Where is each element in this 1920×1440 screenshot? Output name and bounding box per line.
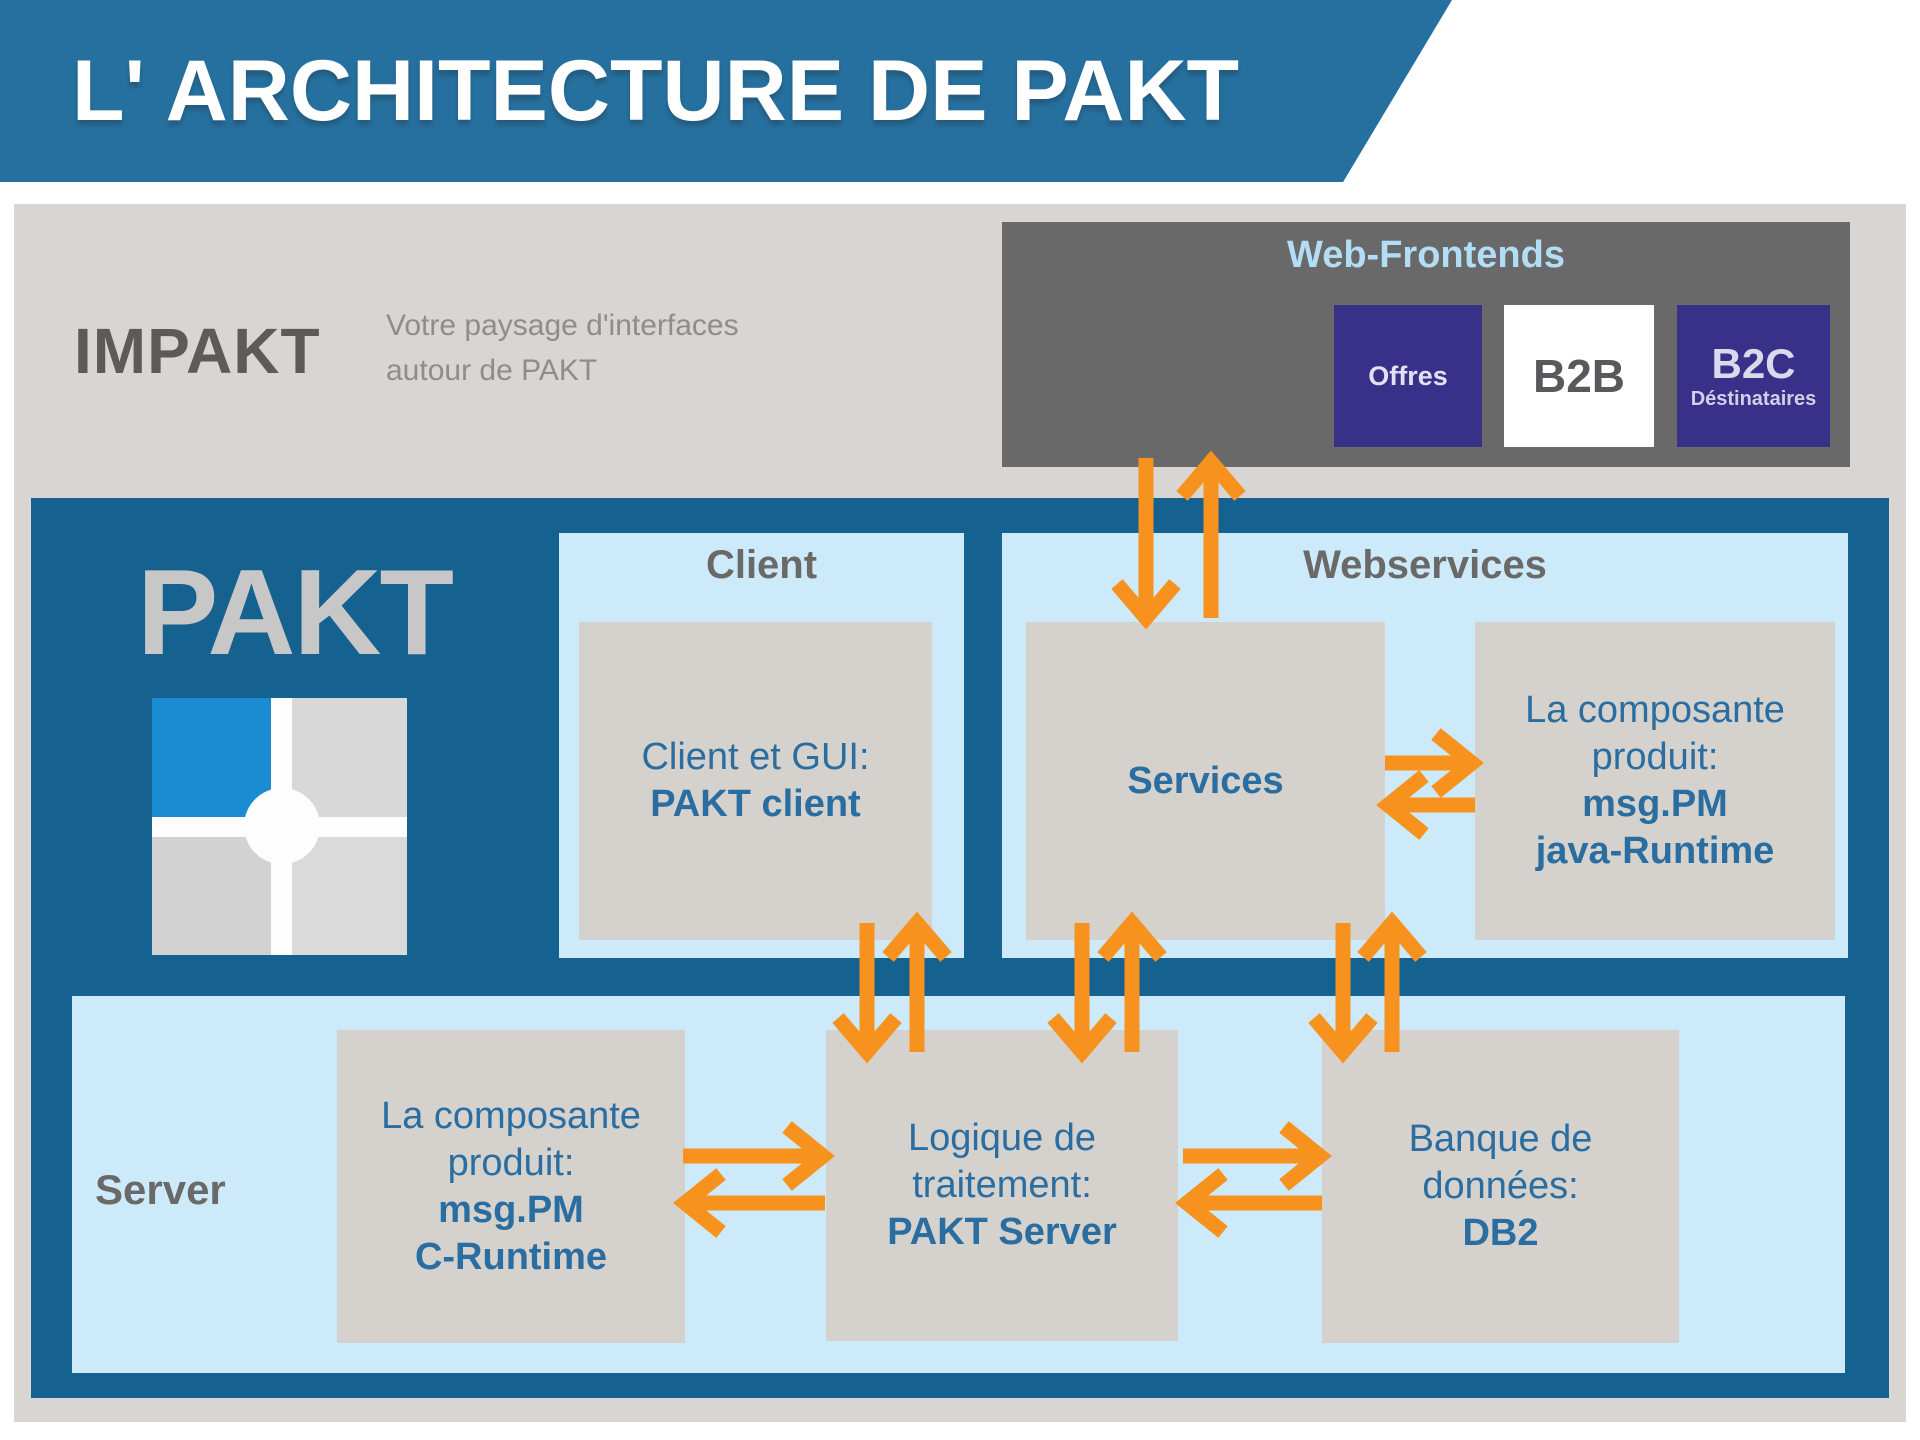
pakt-container: PAKT Client Client et GUI: PAKT client W… (31, 498, 1889, 1398)
c-runtime-line1: La composante (381, 1094, 641, 1137)
c-runtime-line2: produit: (447, 1141, 575, 1184)
db2-box: Banque de données: DB2 (1322, 1030, 1679, 1343)
impakt-subtitle-line1: Votre paysage d'interfaces (386, 309, 739, 342)
java-runtime-line2: produit: (1591, 736, 1719, 778)
pakt-server-line1: Logique de (907, 1117, 1097, 1159)
server-heading: Server (95, 1166, 226, 1213)
frontend-offres-label: Offres (1368, 360, 1448, 391)
frontend-offres-box: Offres (1334, 305, 1482, 447)
client-panel: Client Client et GUI: PAKT client (559, 533, 964, 958)
page-title: L' ARCHITECTURE DE PAKT (72, 42, 1240, 139)
web-frontends-title: Web-Frontends (1287, 234, 1565, 276)
client-gui-line1: Client et GUI: (641, 736, 870, 778)
logo-center-circle (244, 788, 320, 864)
title-banner: L' ARCHITECTURE DE PAKT (0, 0, 1452, 182)
web-frontends-box: Web-Frontends Offres B2B B2C Déstinatair… (1002, 222, 1850, 467)
pakt-server-line3: PAKT Server (887, 1211, 1117, 1253)
pakt-logo (152, 698, 407, 955)
pakt-server-line2: traitement: (912, 1164, 1092, 1206)
db2-line3: DB2 (1462, 1212, 1539, 1254)
java-runtime-line4: java-Runtime (1535, 830, 1775, 872)
frontend-b2c-box: B2C Déstinataires (1677, 305, 1830, 447)
c-runtime-line4: C-Runtime (414, 1235, 608, 1278)
client-gui-box: Client et GUI: PAKT client (579, 622, 932, 940)
java-runtime-line1: La composante (1525, 689, 1785, 731)
pakt-wordmark: PAKT (137, 544, 454, 680)
server-panel: Server La composante produit: msg.PM C-R… (72, 996, 1845, 1373)
java-runtime-line3: msg.PM (1582, 783, 1728, 825)
impakt-subtitle-line2: autour de PAKT (386, 354, 598, 387)
frontend-b2b-label: B2B (1532, 350, 1626, 402)
db2-line1: Banque de (1408, 1118, 1593, 1160)
frontend-b2c-sublabel: Déstinataires (1690, 387, 1817, 410)
services-label: Services (1127, 759, 1284, 802)
logo-quadrant-top-right (292, 698, 407, 817)
impakt-subtitle: Votre paysage d'interfaces autour de PAK… (386, 303, 739, 393)
pakt-server-box: Logique de traitement: PAKT Server (826, 1030, 1178, 1341)
impakt-label: IMPAKT (74, 315, 321, 387)
logo-quadrant-bottom-right (292, 837, 407, 955)
c-runtime-line3: msg.PM (438, 1188, 584, 1231)
frontend-b2b-box: B2B (1504, 305, 1654, 447)
services-box: Services (1026, 622, 1385, 940)
client-gui-line2: PAKT client (650, 783, 861, 825)
webservices-panel: Webservices Services La composante produ… (1002, 533, 1848, 958)
logo-quadrant-bottom-left (152, 837, 271, 955)
webservices-heading: Webservices (1303, 543, 1547, 587)
frontend-b2c-label: B2C (1711, 339, 1796, 387)
c-runtime-box: La composante produit: msg.PM C-Runtime (337, 1030, 685, 1343)
java-runtime-box: La composante produit: msg.PM java-Runti… (1475, 622, 1835, 940)
client-heading: Client (705, 543, 818, 587)
logo-quadrant-blue (152, 698, 271, 817)
db2-line2: données: (1422, 1165, 1579, 1207)
